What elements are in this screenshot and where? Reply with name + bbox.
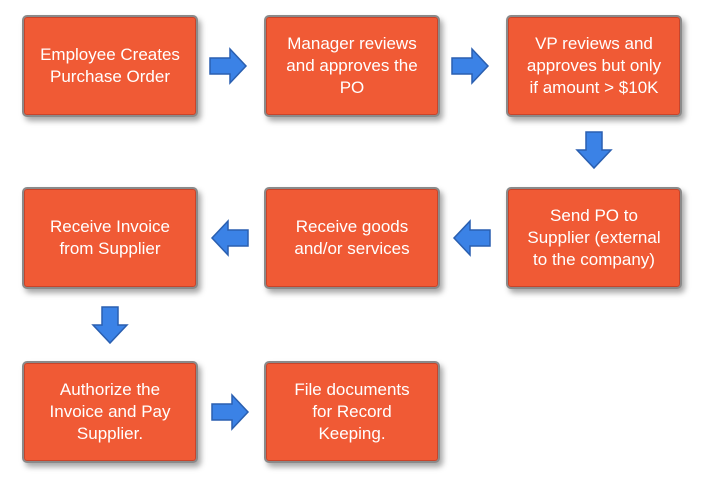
step-label: Authorize the Invoice and Pay Supplier. [49, 380, 171, 443]
arrow-down-icon [574, 130, 614, 170]
step-send-po: Send PO to Supplier (external to the com… [506, 187, 682, 289]
step-authorize-invoice: Authorize the Invoice and Pay Supplier. [22, 361, 198, 463]
step-label: Employee Creates Purchase Order [40, 45, 180, 86]
arrow-right-icon [208, 46, 248, 86]
step-label: Send PO to Supplier (external to the com… [527, 206, 661, 269]
step-receive-goods: Receive goods and/or services [264, 187, 440, 289]
step-label: VP reviews and approves but only if amou… [526, 34, 662, 97]
step-label: Receive Invoice from Supplier [49, 217, 170, 258]
step-label: Receive goods and/or services [294, 217, 410, 258]
arrow-left-icon [452, 218, 492, 258]
step-manager-review: Manager reviews and approves the PO [264, 15, 440, 117]
step-file-documents: File documents for Record Keeping. [264, 361, 440, 463]
step-receive-invoice: Receive Invoice from Supplier [22, 187, 198, 289]
step-label: File documents for Record Keeping. [294, 380, 410, 443]
arrow-right-icon [210, 392, 250, 432]
arrow-down-icon [90, 305, 130, 345]
arrow-left-icon [210, 218, 250, 258]
step-label: Manager reviews and approves the PO [286, 34, 418, 97]
arrow-right-icon [450, 46, 490, 86]
step-create-po: Employee Creates Purchase Order [22, 15, 198, 117]
step-vp-review: VP reviews and approves but only if amou… [506, 15, 682, 117]
